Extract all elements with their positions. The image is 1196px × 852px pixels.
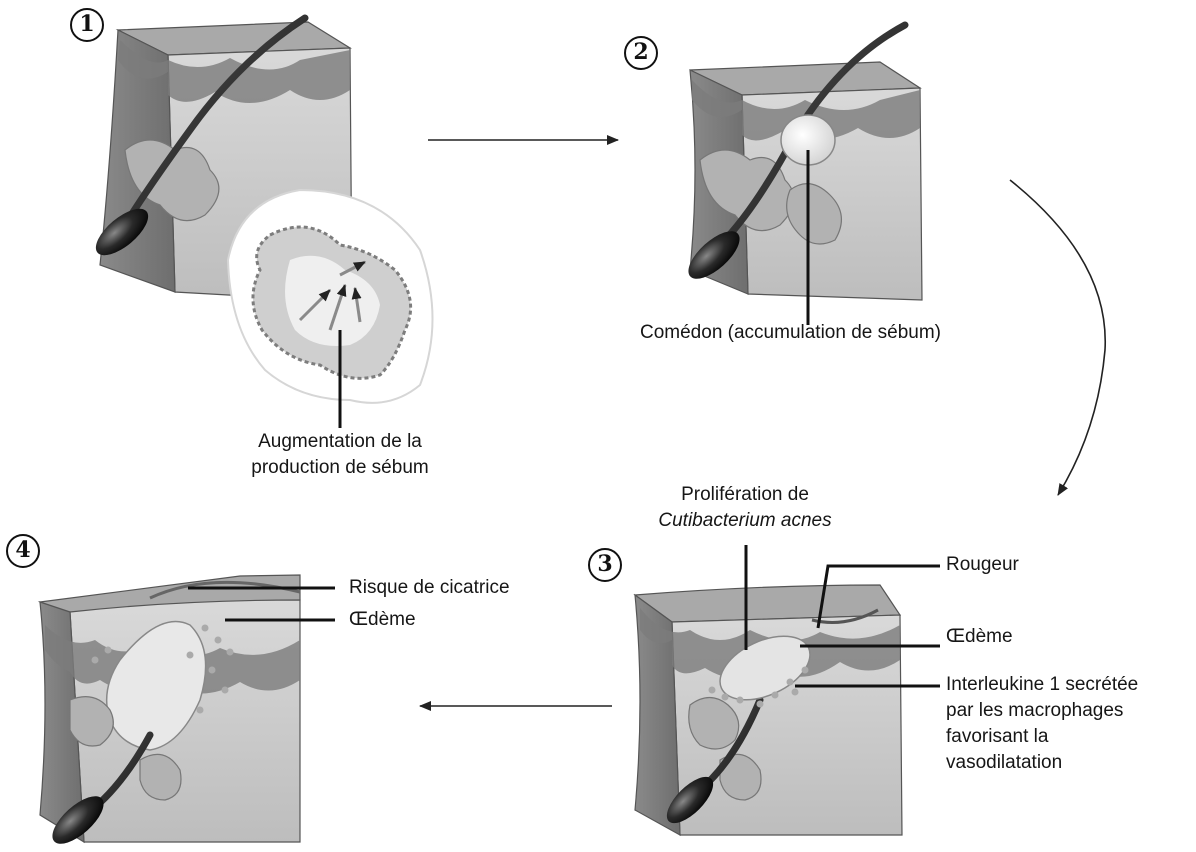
label-oedeme-3: Œdème: [946, 625, 1013, 649]
arrow-2-to-3: [1010, 180, 1105, 495]
skin-block-4: [40, 575, 335, 852]
label-sebum-increase-line1: Augmentation de la: [195, 430, 485, 454]
stage-number-4: 4: [6, 534, 40, 568]
stage-number-2: 2: [624, 36, 658, 70]
label-rougeur: Rougeur: [946, 553, 1019, 577]
stage-number-1: 1: [70, 8, 104, 42]
sebaceous-gland-zoom: [228, 190, 433, 403]
label-interleukin-line1: Interleukine 1 secrétée: [946, 673, 1138, 697]
label-proliferation-line1: Prolifération de: [610, 483, 880, 507]
label-interleukin-line2: par les macrophages: [946, 699, 1123, 723]
label-interleukin-line3: favorisant la: [946, 725, 1048, 749]
label-proliferation-species: Cutibacterium acnes: [610, 509, 880, 533]
label-oedeme-4: Œdème: [349, 608, 416, 632]
label-sebum-increase-line2: production de sébum: [195, 456, 485, 480]
label-interleukin-line4: vasodilatation: [946, 751, 1062, 775]
skin-block-3: [635, 545, 940, 835]
label-cicatrice: Risque de cicatrice: [349, 576, 510, 600]
skin-block-2: [681, 25, 922, 325]
label-comedon: Comédon (accumulation de sébum): [640, 321, 941, 345]
stage-number-3: 3: [588, 548, 622, 582]
